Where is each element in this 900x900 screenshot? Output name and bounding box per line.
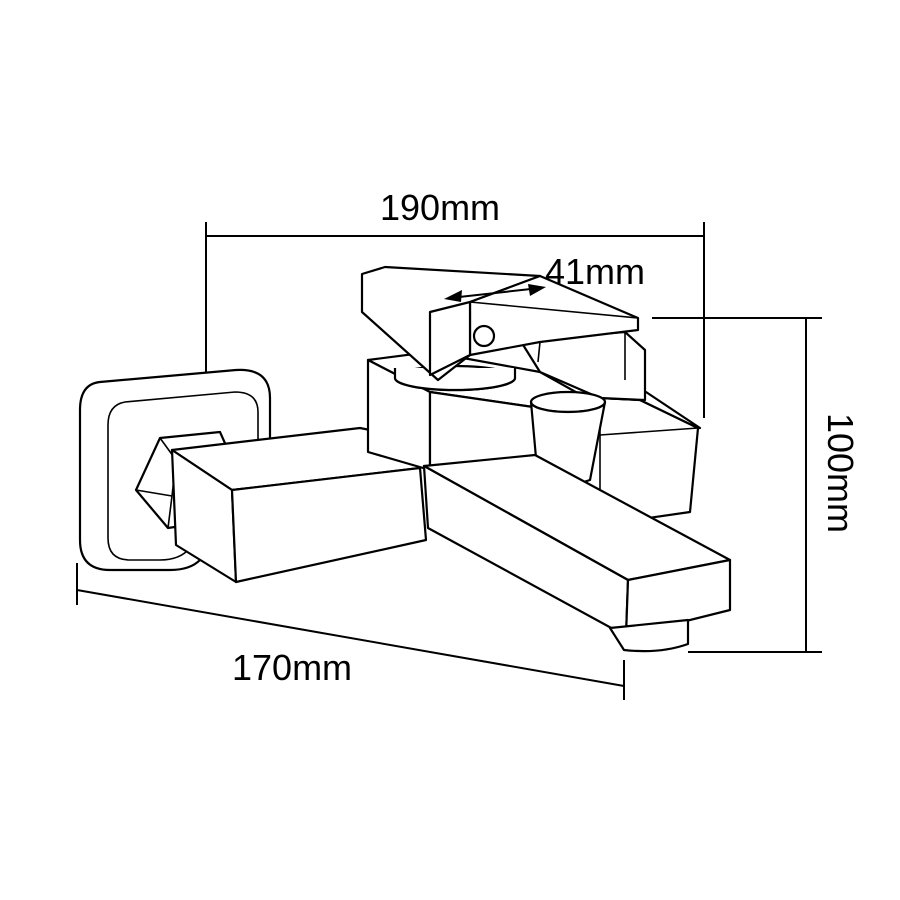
dimension-label-41mm: 41mm [545, 251, 646, 292]
bath-spout [422, 453, 732, 653]
dimension-label-190mm: 190mm [380, 187, 501, 228]
dimension-170mm [76, 563, 625, 700]
dimension-41mm [444, 284, 546, 302]
lever-pivot-icon [472, 324, 496, 348]
faucet-body-bar [170, 426, 428, 584]
dimension-100mm [652, 317, 822, 653]
dimension-label-100mm: 100mm [820, 412, 861, 534]
spout-outlet [608, 618, 690, 653]
dimension-line-41 [449, 287, 541, 299]
lever-handle[interactable] [360, 265, 640, 382]
dimension-line-170 [76, 589, 625, 687]
dimension-label-170mm: 170mm [232, 647, 353, 688]
cartridge-collar [393, 364, 517, 392]
